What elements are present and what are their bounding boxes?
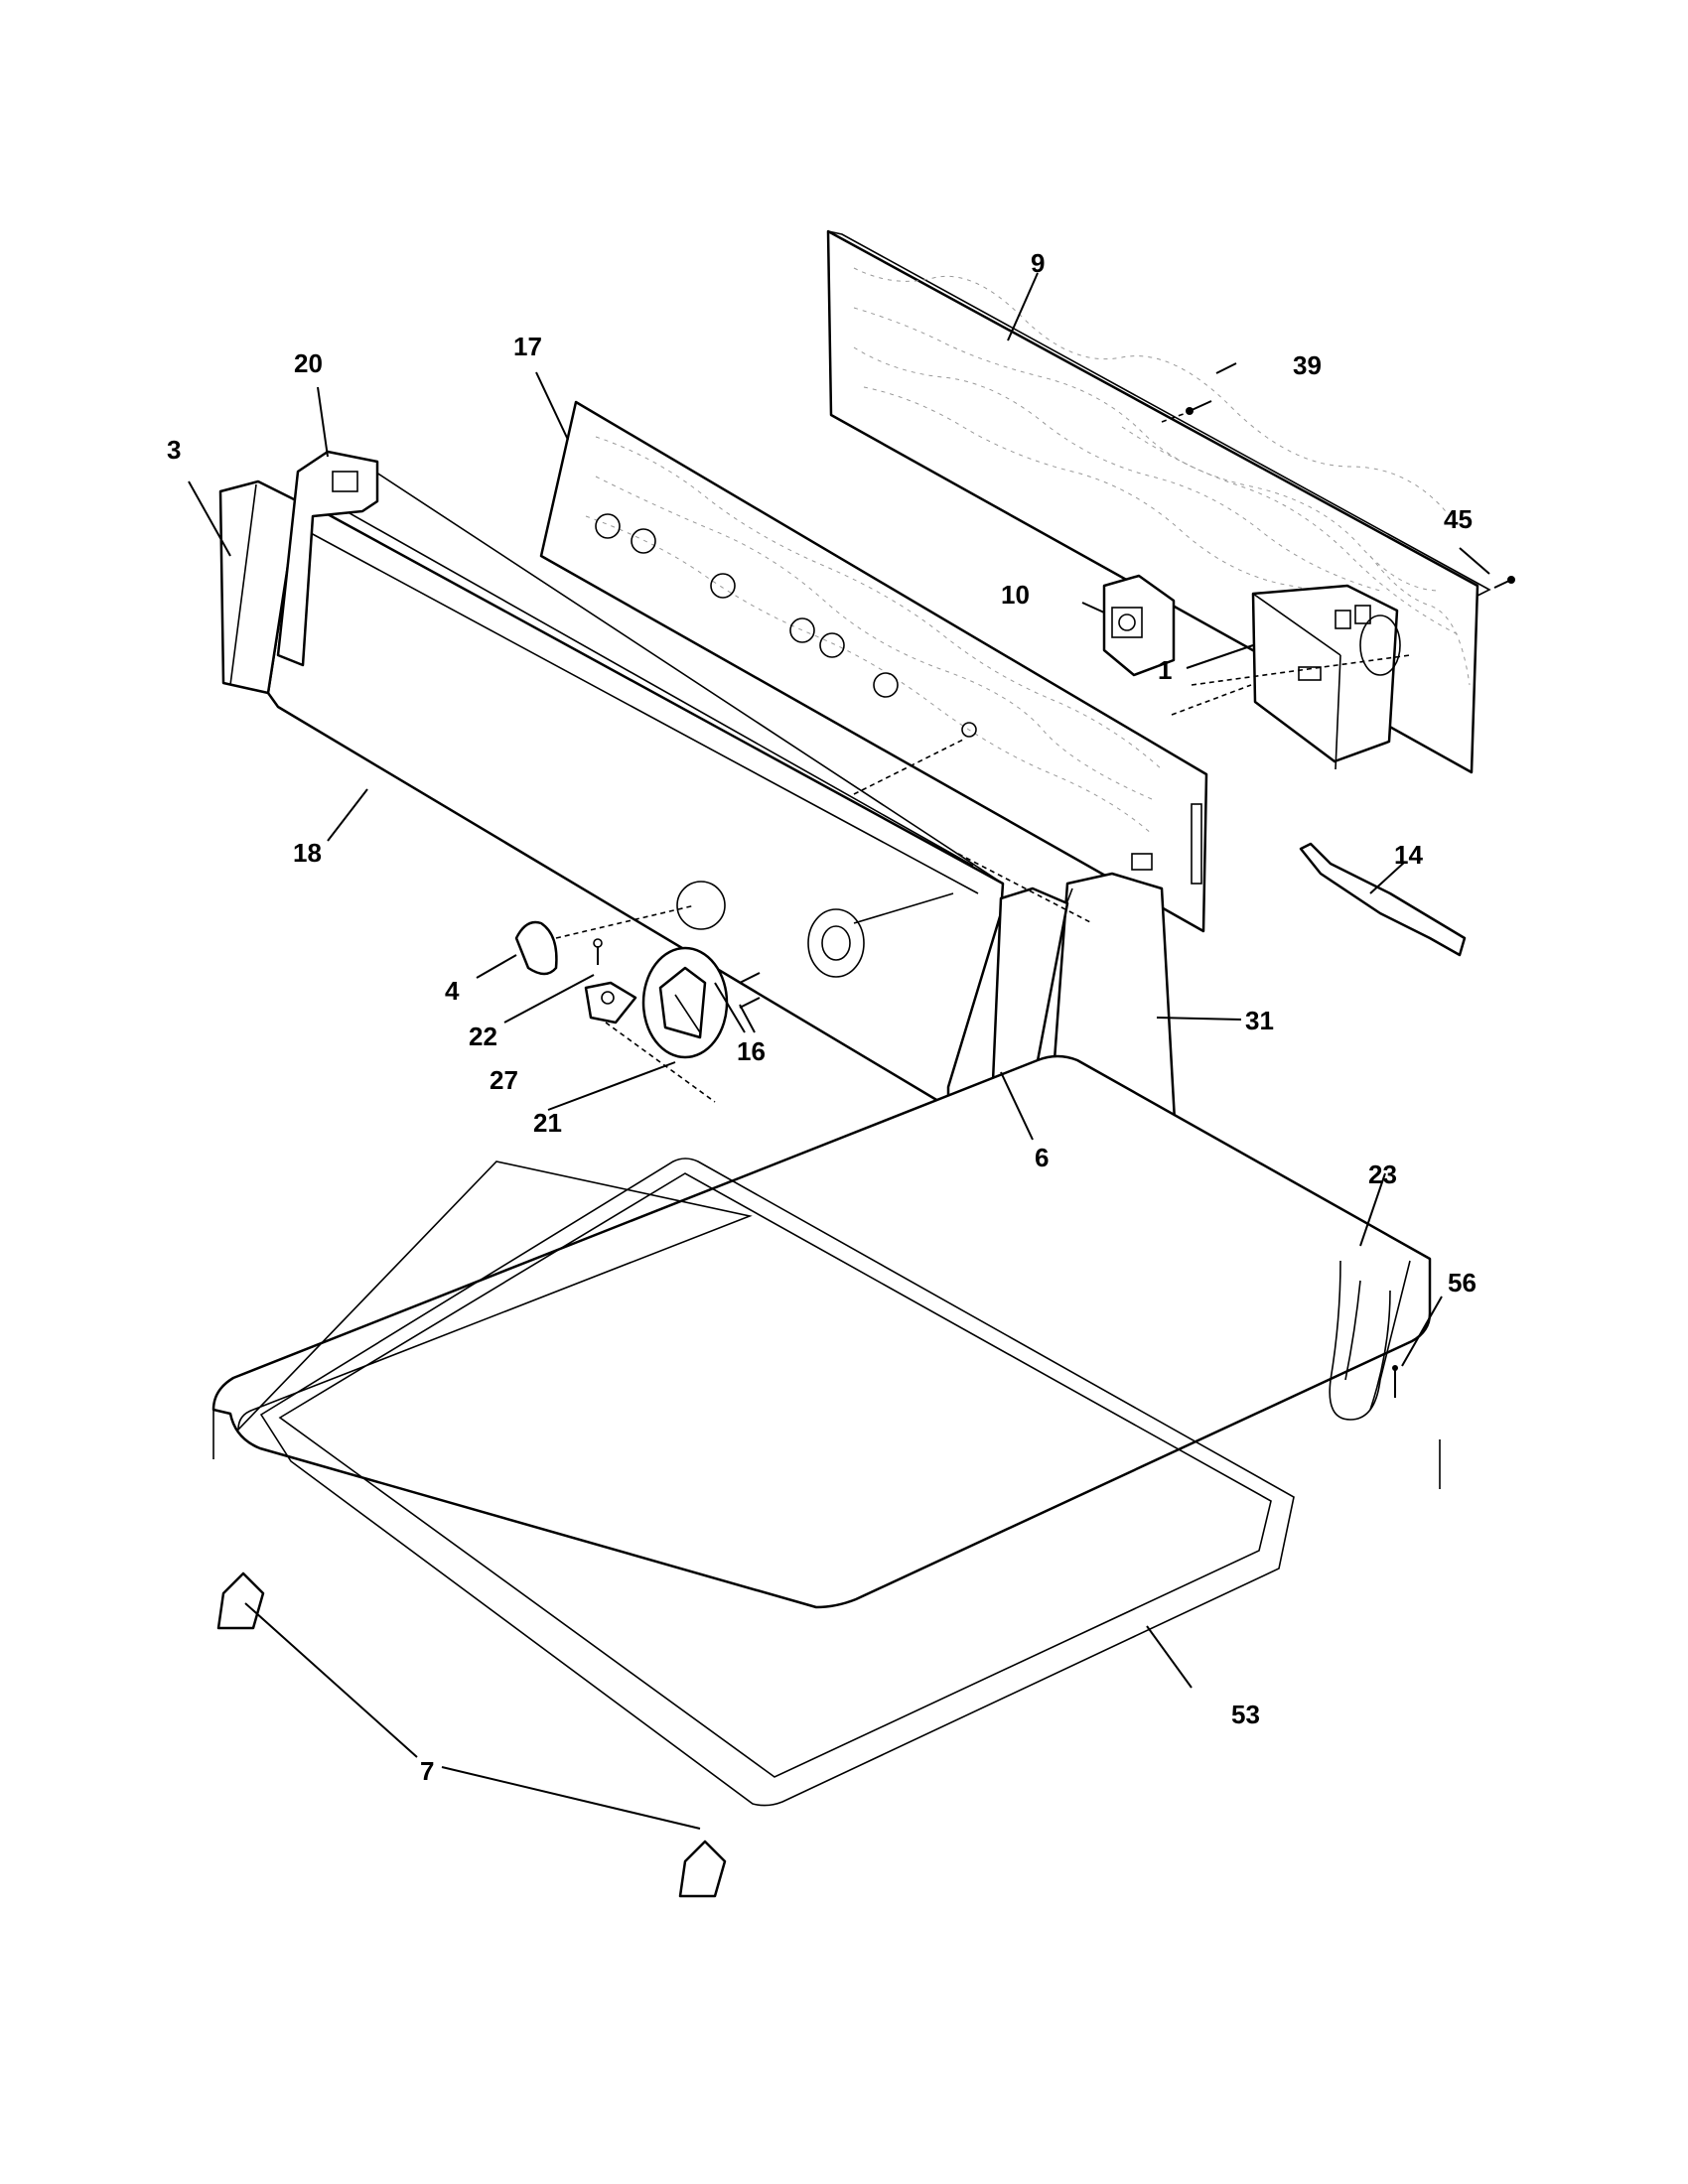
- assembly-lines: [555, 410, 1411, 1103]
- callout-6: 6: [1035, 1143, 1049, 1172]
- left-end-cap-part-3: [218, 479, 300, 695]
- screw-part-22: [593, 938, 603, 965]
- leader-lines: [188, 272, 1490, 1830]
- callout-45: 45: [1444, 504, 1473, 534]
- timer-part-1: [1251, 584, 1401, 770]
- screws-part-16: [739, 972, 761, 1009]
- callout-14: 14: [1394, 840, 1423, 870]
- callout-4: 4: [445, 976, 460, 1006]
- callout-20: 20: [294, 348, 323, 378]
- top-cover-part-53: [211, 1054, 1441, 1807]
- callout-53: 53: [1231, 1700, 1260, 1729]
- control-panel-plate-part-17: [539, 400, 1208, 933]
- callout-21: 21: [533, 1108, 562, 1138]
- callout-1: 1: [1158, 655, 1172, 685]
- switch-part-10: [1102, 574, 1176, 677]
- callout-27: 27: [490, 1065, 518, 1095]
- callout-labels: 1 3 4 6 7 9 10 14 16 17 18 20 21 22 23 2…: [167, 248, 1477, 1786]
- callout-7: 7: [420, 1756, 434, 1786]
- callout-18: 18: [293, 838, 322, 868]
- clip-part-7-right: [678, 1840, 727, 1898]
- callout-10: 10: [1001, 580, 1030, 610]
- screw-part-45: [1493, 576, 1515, 589]
- callout-23: 23: [1368, 1160, 1397, 1189]
- callout-17: 17: [513, 332, 542, 361]
- bracket-part-27: [584, 981, 637, 1024]
- callout-56: 56: [1448, 1268, 1477, 1297]
- timer-knob-part-21: [641, 946, 729, 1059]
- callout-9: 9: [1031, 248, 1045, 278]
- right-end-trim-part-6: [991, 887, 1069, 1089]
- clip-part-7-left: [216, 1571, 265, 1630]
- screw-part-56: [1392, 1365, 1398, 1398]
- callout-3: 3: [167, 435, 181, 465]
- callout-39: 39: [1293, 350, 1322, 380]
- callout-16: 16: [737, 1036, 766, 1066]
- callout-22: 22: [469, 1022, 497, 1051]
- screw-part-39: [1186, 400, 1212, 415]
- left-bracket-part-20: [276, 450, 379, 667]
- callout-31: 31: [1245, 1006, 1274, 1035]
- bracket-strip-part-14: [1299, 842, 1467, 957]
- selector-knob-part-4: [514, 920, 558, 976]
- wire-harness-part-23: [1329, 1260, 1411, 1421]
